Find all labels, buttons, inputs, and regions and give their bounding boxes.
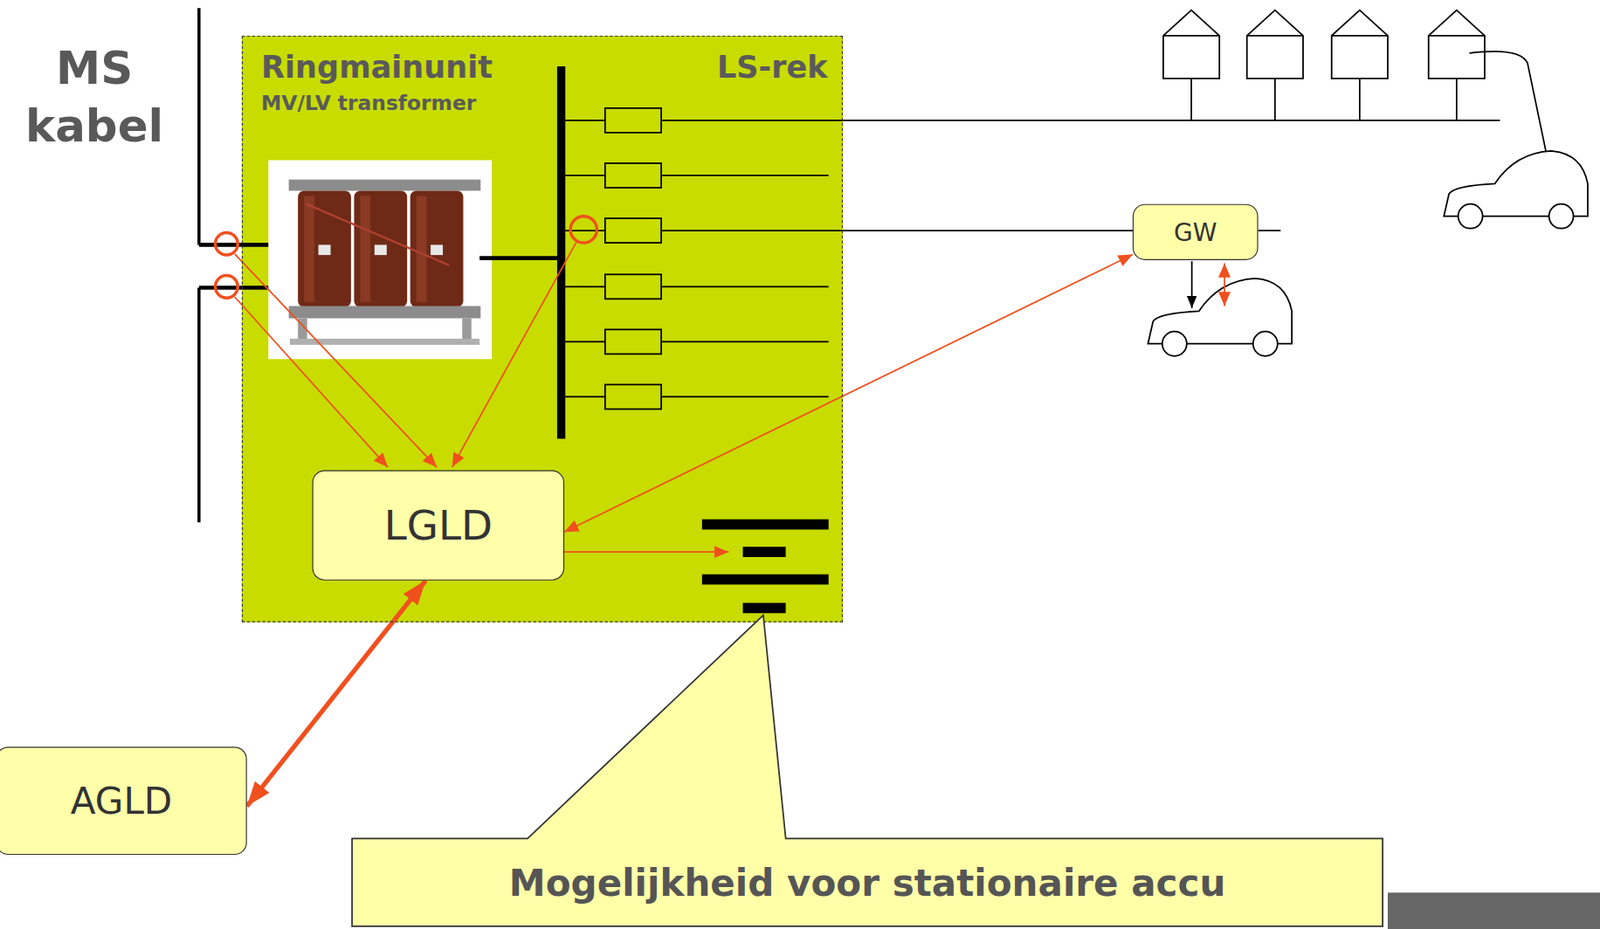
feeder-line bbox=[561, 285, 829, 288]
callout-outline bbox=[351, 615, 1383, 927]
coil-shine bbox=[303, 195, 315, 303]
signal-connector bbox=[564, 255, 1133, 533]
coil-tag bbox=[430, 244, 443, 256]
battery-plate bbox=[743, 546, 787, 558]
rack-title: LS-rek bbox=[717, 48, 828, 85]
measuring-point bbox=[570, 216, 597, 243]
feeder-line bbox=[561, 341, 829, 344]
fuse-symbol bbox=[605, 218, 662, 243]
busbar bbox=[557, 66, 566, 439]
controller-box: LGLD bbox=[312, 470, 566, 581]
frame-leg bbox=[462, 318, 472, 342]
house-symbol bbox=[1428, 10, 1485, 79]
callout-box: Mogelijkheid voor stationaire accu bbox=[351, 612, 1383, 927]
battery-plate bbox=[743, 603, 787, 614]
coil-wire bbox=[306, 204, 450, 266]
cable-line bbox=[199, 242, 270, 248]
photo-ground bbox=[268, 159, 492, 359]
charge-line bbox=[1191, 261, 1194, 309]
car-wheel bbox=[1458, 204, 1483, 229]
cable-line bbox=[197, 287, 201, 523]
feeder-line bbox=[1258, 229, 1282, 232]
signal-connector bbox=[247, 580, 427, 807]
house-symbol bbox=[1163, 10, 1220, 79]
coil-tag bbox=[318, 244, 332, 256]
unit-subtitle: MV/LV transformer bbox=[261, 90, 718, 116]
frame-beam bbox=[289, 179, 482, 192]
measurement-arrow bbox=[452, 241, 578, 468]
house-connection bbox=[1190, 78, 1193, 121]
control-arrow bbox=[1223, 262, 1226, 306]
ms-cable bbox=[199, 7, 270, 523]
car-wheel bbox=[1253, 331, 1278, 357]
houses bbox=[1163, 10, 1485, 121]
car-wheel bbox=[1549, 204, 1574, 229]
gateway-box: GW bbox=[1132, 204, 1259, 261]
coil bbox=[353, 190, 407, 307]
node-label: Mogelijkheid voor stationaire accu bbox=[351, 838, 1383, 926]
coil bbox=[297, 190, 352, 307]
feeders bbox=[561, 120, 1501, 398]
fuses bbox=[605, 108, 662, 410]
fuse-symbol bbox=[605, 108, 662, 133]
transformer-picture bbox=[268, 159, 492, 359]
measurement-arrows bbox=[234, 241, 729, 552]
controller-box: AGLD bbox=[0, 746, 248, 856]
control-arrow bbox=[564, 551, 729, 553]
footer-bar bbox=[1387, 892, 1600, 929]
ringmainunit-box: RingmainunitMV/LV transformer LS-rekLGLD bbox=[241, 35, 843, 623]
measuring-point bbox=[215, 232, 239, 256]
cable-label: MS kabel bbox=[5, 38, 184, 156]
node-label: AGLD bbox=[70, 779, 173, 822]
coil-shine bbox=[416, 195, 428, 303]
measuring-point bbox=[215, 275, 239, 298]
fuse-symbol bbox=[605, 163, 662, 188]
battery-symbol bbox=[702, 524, 829, 609]
house-symbol bbox=[1331, 10, 1388, 79]
feeder-line bbox=[561, 396, 829, 399]
measurement-arrow bbox=[234, 296, 388, 468]
house-connection bbox=[1358, 78, 1361, 121]
unit-ground bbox=[241, 35, 843, 623]
measuring-points bbox=[215, 216, 598, 298]
battery-plate bbox=[702, 519, 829, 531]
frame-beam bbox=[289, 306, 482, 319]
house-symbol bbox=[1247, 10, 1304, 79]
transformer-lead bbox=[479, 255, 561, 261]
coil-tag bbox=[374, 244, 387, 256]
cable-line bbox=[197, 7, 201, 245]
node-label: GW bbox=[1173, 217, 1217, 247]
unit-title: Ringmainunit bbox=[261, 48, 718, 85]
cable-line bbox=[199, 285, 270, 290]
coil-shine bbox=[359, 195, 371, 303]
node-label: LGLD bbox=[384, 502, 493, 550]
fuse-symbol bbox=[605, 384, 662, 409]
measurement-arrow bbox=[234, 254, 437, 468]
car-wheel bbox=[1162, 331, 1187, 357]
house-connection bbox=[1455, 78, 1458, 121]
house-connection bbox=[1274, 78, 1276, 121]
battery-plate bbox=[702, 574, 829, 586]
car-symbol bbox=[1443, 151, 1588, 229]
feeder-line bbox=[561, 174, 829, 177]
fuse-symbol bbox=[605, 329, 662, 354]
coil bbox=[410, 190, 464, 307]
car-symbol bbox=[1147, 278, 1292, 357]
fuse-symbol bbox=[605, 274, 662, 299]
